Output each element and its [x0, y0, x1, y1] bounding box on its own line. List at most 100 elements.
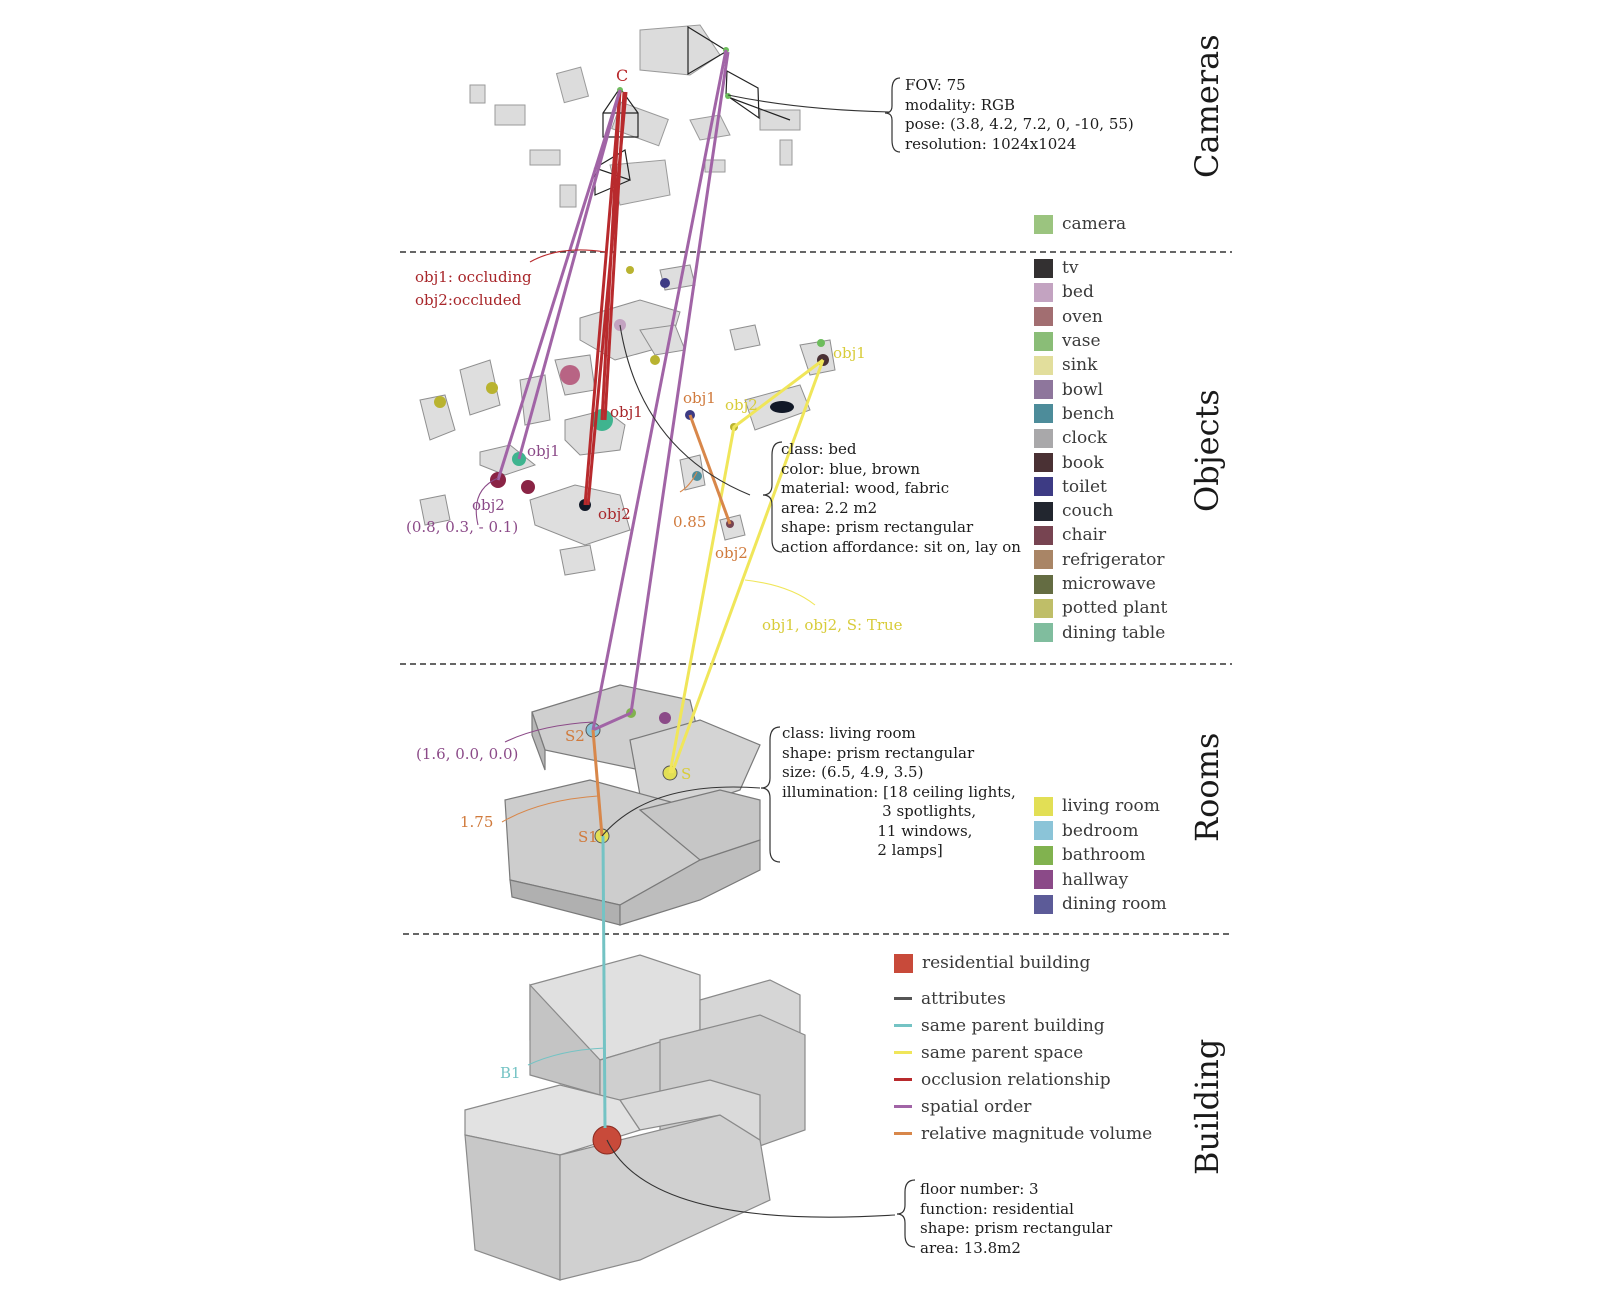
legend-item-relative-magnitude-volume: relative magnitude volume: [894, 1120, 1152, 1147]
spatial-obj1-label: obj1: [527, 442, 560, 460]
legend-label: dining room: [1062, 894, 1167, 915]
color-swatch: [1034, 258, 1053, 278]
color-swatch: [1034, 821, 1053, 841]
color-swatch: [1034, 894, 1053, 914]
legend-item-residential-building: residential building: [894, 950, 1090, 976]
legend-item-bathroom: bathroom: [1034, 843, 1167, 868]
legend-item-book: book: [1034, 450, 1167, 474]
room-s2-label: S2: [565, 727, 585, 745]
color-swatch: [1034, 214, 1053, 234]
edge-spatial-order: [496, 49, 730, 732]
legend-label: chair: [1062, 525, 1107, 546]
color-swatch: [1034, 525, 1053, 545]
building-attribute-line: function: residential: [920, 1199, 1074, 1218]
legend-label: book: [1062, 452, 1104, 473]
object-attribute-line: action affordance: sit on, lay on: [781, 537, 1021, 556]
edge-same-parent-building: [601, 835, 607, 1129]
legend-label: sink: [1062, 355, 1098, 376]
room-attribute-line: 2 lamps]: [782, 841, 943, 859]
legend-item-chair: chair: [1034, 523, 1167, 547]
color-swatch: [1034, 307, 1053, 327]
legend-item-occlusion-relationship: occlusion relationship: [894, 1066, 1152, 1093]
camera-label: C: [616, 66, 629, 85]
object-attribute-line: class: bed: [781, 440, 857, 458]
room-attribute-line: illumination: [18 ceiling lights,: [782, 782, 1016, 801]
room-attribute-line: 11 windows,: [782, 821, 973, 840]
legend-item-attributes: attributes: [894, 985, 1152, 1012]
legend-label: microwave: [1062, 574, 1156, 594]
legend-item-camera: camera: [1034, 212, 1126, 236]
legend-label: tv: [1062, 258, 1079, 279]
legend-label: dining table: [1062, 622, 1166, 643]
object-attribute-line: material: wood, fabric: [781, 479, 950, 497]
legend-label: bathroom: [1062, 845, 1146, 866]
occlusion-label-line1: obj1: occluding: [415, 268, 532, 286]
object-attribute-line: color: blue, brown: [781, 459, 921, 478]
camera-attribute-line: FOV: 75: [905, 76, 966, 94]
object-attribute-line: shape: prism rectangular: [781, 518, 974, 536]
line-swatch: [894, 1078, 912, 1081]
room-s1-label: S1: [578, 828, 598, 846]
legend-label: residential building: [922, 953, 1091, 973]
room-attribute-line: 3 spotlights,: [782, 802, 977, 820]
annotation-arrows: [475, 249, 816, 1066]
legend-label: attributes: [921, 988, 1006, 1009]
legend-item-dining-room: dining room: [1034, 892, 1167, 917]
edge-relative-magnitude: [591, 414, 732, 837]
room-attribute-line: shape: prism rectangular: [782, 743, 975, 762]
camera-layer-scan: [469, 24, 801, 208]
room-magnitude-label: 1.75: [460, 813, 494, 831]
color-swatch: [1034, 623, 1053, 643]
attribute-leaders: [601, 94, 896, 1218]
color-swatch: [1034, 796, 1053, 816]
spatial-obj2-label: obj2: [472, 496, 505, 514]
legend-item-refrigerator: refrigerator: [1034, 548, 1167, 572]
legend-item-tv: tv: [1034, 256, 1167, 280]
line-swatch: [894, 997, 912, 1000]
legend-building: residential building: [894, 950, 1090, 976]
color-swatch: [1034, 598, 1053, 618]
camera-attribute-line: pose: (3.8, 4.2, 7.2, 0, -10, 55): [905, 115, 1134, 133]
legend-item-sink: sink: [1034, 353, 1167, 377]
color-swatch: [1034, 282, 1053, 302]
line-swatch: [894, 1132, 912, 1135]
edge-occlusion: [583, 89, 628, 506]
legend-label: hallway: [1062, 869, 1129, 890]
building-attribute-line: shape: prism rectangular: [920, 1219, 1113, 1237]
occlusion-obj2-label: obj2: [598, 505, 631, 523]
parent-obj2-label: obj2: [725, 396, 758, 414]
legend-item-same-parent-building: same parent building: [894, 1012, 1152, 1039]
occlusion-obj1-label: obj1: [610, 403, 643, 421]
legend-label: vase: [1062, 331, 1101, 352]
color-swatch: [1034, 477, 1053, 497]
spatial-vector-label: (0.8, 0.3, - 0.1): [406, 518, 519, 536]
object-attribute-line: area: 2.2 m2: [781, 498, 878, 517]
legend-item-dining-table: dining table: [1034, 620, 1167, 644]
legend-item-bench: bench: [1034, 402, 1167, 426]
legend-camera: camera: [1034, 212, 1126, 236]
room-vector-label: (1.6, 0.0, 0.0): [416, 745, 519, 763]
color-swatch: [1034, 550, 1053, 570]
color-swatch: [1034, 404, 1053, 424]
edge-same-parent-space: [668, 358, 825, 774]
legend-item-living-room: living room: [1034, 794, 1167, 819]
color-swatch: [1034, 380, 1053, 400]
color-swatch: [1034, 453, 1053, 473]
legend-item-oven: oven: [1034, 305, 1167, 329]
legend-label: clock: [1062, 428, 1108, 449]
section-title-building: Building: [1188, 1038, 1226, 1175]
legend-label: occlusion relationship: [921, 1069, 1111, 1090]
legend-item-bed: bed: [1034, 280, 1167, 304]
magnitude-obj1-label: obj1: [683, 389, 716, 407]
legend-label: oven: [1062, 306, 1103, 327]
legend-item-bowl: bowl: [1034, 377, 1167, 401]
color-swatch: [1034, 870, 1053, 890]
legend-item-spatial-order: spatial order: [894, 1093, 1152, 1120]
legend-label: bowl: [1062, 379, 1104, 400]
legend-label: bed: [1062, 282, 1094, 303]
color-swatch: [1034, 331, 1053, 351]
